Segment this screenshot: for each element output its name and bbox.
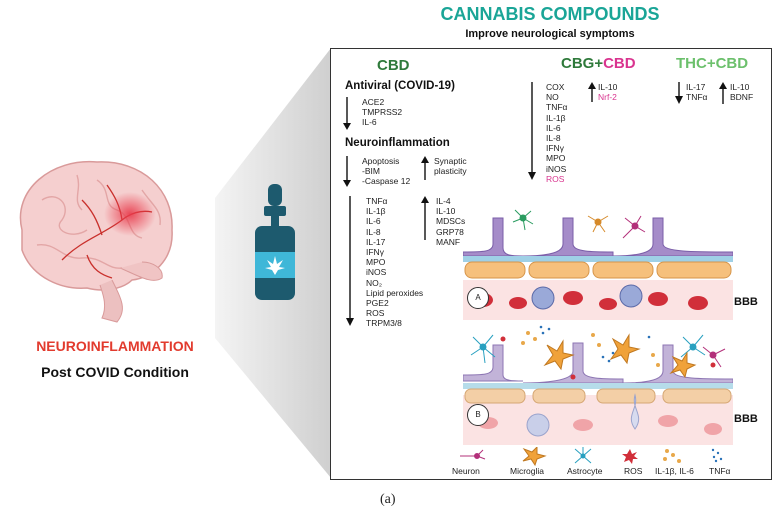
cbd-heading: CBD [377, 57, 410, 74]
post-covid-label: Post COVID Condition [41, 364, 189, 380]
legend-tnf: TNFα [709, 466, 731, 476]
up-arrow-icon [719, 82, 727, 104]
down-arrow-icon [346, 196, 354, 326]
panel-b-label: B [467, 404, 489, 426]
legend-microglia: Microglia [510, 466, 545, 476]
legend-il: IL-1β, IL-6 [655, 466, 694, 476]
ros-icon [622, 449, 638, 464]
astrocyte-icon [470, 334, 706, 364]
legend-ros: ROS [624, 466, 643, 476]
ros-icon [500, 336, 716, 380]
cbd-oil-bottle-icon [255, 184, 295, 300]
antiviral-heading: Antiviral (COVID-19) [345, 80, 455, 92]
brain-illustration [19, 160, 173, 323]
legend-neuron: Neuron [452, 466, 480, 476]
astrocyte-icon [512, 209, 534, 231]
bbb-healthy-illustration [463, 209, 733, 320]
tnf-dots [539, 325, 651, 363]
cytokine-dots-icon [663, 449, 681, 463]
subtitle: Improve neurological symptoms [465, 28, 635, 40]
figure-caption: (a) [380, 492, 396, 507]
down-arrow-icon [528, 82, 536, 180]
neuron-icon [460, 449, 486, 460]
legend-astrocyte: Astrocyte [567, 466, 603, 476]
bbb-label-b: BBB [734, 413, 758, 425]
neuroinflammation-heading: Neuroinflammation [345, 137, 450, 149]
neuron-icon [702, 346, 726, 368]
microglia-icon [543, 333, 697, 379]
cytokine-dots [521, 331, 660, 367]
astrocyte-icon [574, 447, 592, 464]
bbb-label-a: BBB [734, 296, 758, 308]
up-arrow-icon [588, 82, 596, 102]
down-arrow-icon [675, 82, 683, 104]
main-title: CANNABIS COMPOUNDS [440, 4, 660, 24]
microglia-icon [587, 215, 609, 233]
apoptosis-list: Apoptosis-BIM-Caspase 12 [362, 156, 411, 187]
down-arrow-icon [343, 156, 351, 187]
microglia-icon [522, 447, 547, 467]
thc-cbd-heading: THC+CBD [676, 55, 749, 72]
tnf-dots-icon [711, 448, 723, 463]
down-arrow-icon [343, 97, 351, 130]
legend-icons [460, 447, 723, 467]
up-arrow-icon [421, 156, 429, 180]
cbg-cbd-heading: CBG+CBD [561, 55, 636, 72]
condition-label: NEUROINFLAMMATION [36, 338, 194, 354]
bbb-inflamed-illustration [463, 325, 733, 445]
panel-a-label: A [467, 287, 489, 309]
neuron-icon [622, 215, 646, 239]
up-arrow-icon [421, 196, 429, 240]
